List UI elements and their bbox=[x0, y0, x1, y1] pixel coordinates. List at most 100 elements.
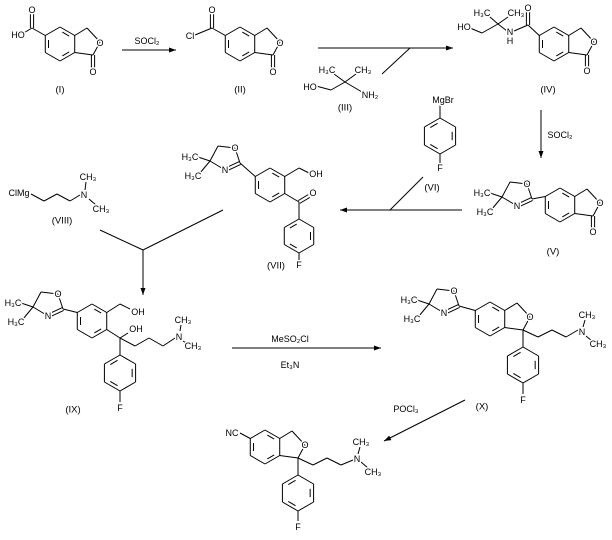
bond bbox=[57, 293, 64, 310]
atom-label: N bbox=[441, 308, 448, 318]
atom-label: H₃C bbox=[477, 207, 494, 217]
ring-bond bbox=[269, 193, 285, 203]
bond bbox=[516, 302, 531, 318]
bond bbox=[284, 193, 300, 203]
ring-bond bbox=[284, 244, 300, 254]
ring-double-bond bbox=[513, 351, 521, 358]
bond bbox=[389, 176, 424, 211]
atom-label: N bbox=[579, 327, 586, 337]
ring-double-bond bbox=[492, 306, 500, 312]
atom-label: H₃C bbox=[185, 171, 202, 181]
bond bbox=[20, 302, 34, 308]
bond bbox=[194, 27, 213, 36]
ring-double-bond bbox=[289, 223, 297, 229]
atom-label: CH₃ bbox=[93, 204, 110, 214]
ring-bond bbox=[255, 167, 271, 177]
atom-label: CH₃ bbox=[508, 8, 525, 18]
bond bbox=[239, 432, 251, 439]
bond bbox=[537, 329, 553, 338]
ring-bond bbox=[239, 26, 255, 36]
atom-label: O bbox=[526, 312, 533, 322]
bond bbox=[582, 319, 586, 328]
ring-bond bbox=[264, 429, 280, 439]
ring-bond bbox=[553, 52, 569, 62]
bond bbox=[30, 193, 45, 202]
bond bbox=[99, 229, 144, 251]
compound-II: Cl O O O (II) bbox=[184, 4, 285, 98]
bond bbox=[565, 329, 579, 338]
bond bbox=[574, 213, 594, 217]
compound-label: (IX) bbox=[65, 405, 80, 416]
ring-bond bbox=[284, 218, 300, 228]
reagent-label: MeSO₂Cl bbox=[271, 334, 309, 344]
double-bond bbox=[225, 163, 241, 172]
atom-label: O bbox=[524, 3, 531, 13]
bond bbox=[69, 194, 81, 202]
bond bbox=[32, 306, 49, 317]
reagent-label: Et₃N bbox=[281, 360, 300, 370]
arrowhead-icon bbox=[140, 288, 146, 295]
ring-bond bbox=[91, 303, 107, 313]
bond bbox=[197, 156, 211, 162]
atom-label: N bbox=[222, 165, 229, 175]
ring-bond bbox=[545, 187, 561, 197]
ring-double-bond bbox=[556, 31, 564, 37]
ring-bond bbox=[297, 474, 314, 485]
atom-label: H₃C bbox=[474, 8, 491, 18]
bond bbox=[453, 290, 460, 307]
ring-bond bbox=[297, 501, 314, 512]
atom-label: N bbox=[81, 190, 88, 200]
bond bbox=[32, 291, 42, 308]
bond bbox=[497, 23, 508, 32]
atom-label: O bbox=[276, 38, 283, 48]
atom-label: CH₃ bbox=[175, 315, 192, 325]
ring-bond bbox=[91, 329, 107, 339]
bond bbox=[43, 193, 58, 202]
atom-label: OH bbox=[309, 169, 323, 179]
atom-label: O bbox=[54, 289, 61, 299]
bond bbox=[148, 337, 164, 347]
bond bbox=[279, 430, 293, 439]
ring-bond bbox=[59, 52, 75, 62]
compound-III: H₃C CH₃ HO NH₂ (III) bbox=[302, 64, 380, 116]
bond bbox=[580, 27, 595, 43]
arrowhead-icon bbox=[374, 345, 381, 351]
ring-bond bbox=[104, 381, 121, 392]
bond bbox=[491, 196, 503, 210]
atom-label: N bbox=[507, 27, 514, 37]
bond bbox=[501, 196, 518, 207]
double-bond bbox=[299, 196, 311, 204]
atom-label: H₃C bbox=[401, 295, 418, 305]
ring-bond bbox=[559, 187, 575, 197]
bond-layer bbox=[20, 12, 601, 521]
bond bbox=[74, 27, 88, 36]
atom-label: CH₃ bbox=[80, 172, 97, 182]
ring-bond bbox=[559, 213, 575, 223]
atom-label: MgBr bbox=[432, 95, 454, 105]
atom-label: O bbox=[96, 38, 103, 48]
bond bbox=[489, 16, 499, 25]
atom-label: NC bbox=[226, 428, 239, 438]
ring-bond bbox=[298, 244, 314, 254]
atom-label: H₃C bbox=[404, 314, 421, 324]
atom-label: CH₃ bbox=[185, 341, 202, 351]
ring-bond bbox=[282, 501, 299, 512]
atom-label: OH bbox=[129, 324, 143, 334]
atom-label: H₃C bbox=[5, 298, 22, 308]
ring-double-bond bbox=[562, 192, 570, 198]
compound-X: H₃C H₃C O N O N CH₃ CH₃ F (X) bbox=[399, 285, 608, 415]
bond bbox=[360, 461, 369, 469]
ring-bond bbox=[507, 373, 524, 384]
atom-label: Cl bbox=[186, 31, 195, 41]
ring-bond bbox=[45, 26, 61, 36]
atom-label: H bbox=[507, 36, 514, 46]
bond bbox=[586, 41, 595, 56]
compound-label: (I) bbox=[56, 85, 65, 96]
ring-double-bond bbox=[94, 328, 102, 334]
compound-label: (X) bbox=[476, 402, 489, 413]
arrowhead-icon bbox=[538, 151, 544, 158]
atom-label: O bbox=[89, 67, 96, 77]
bond bbox=[504, 327, 524, 331]
bond bbox=[357, 446, 361, 455]
